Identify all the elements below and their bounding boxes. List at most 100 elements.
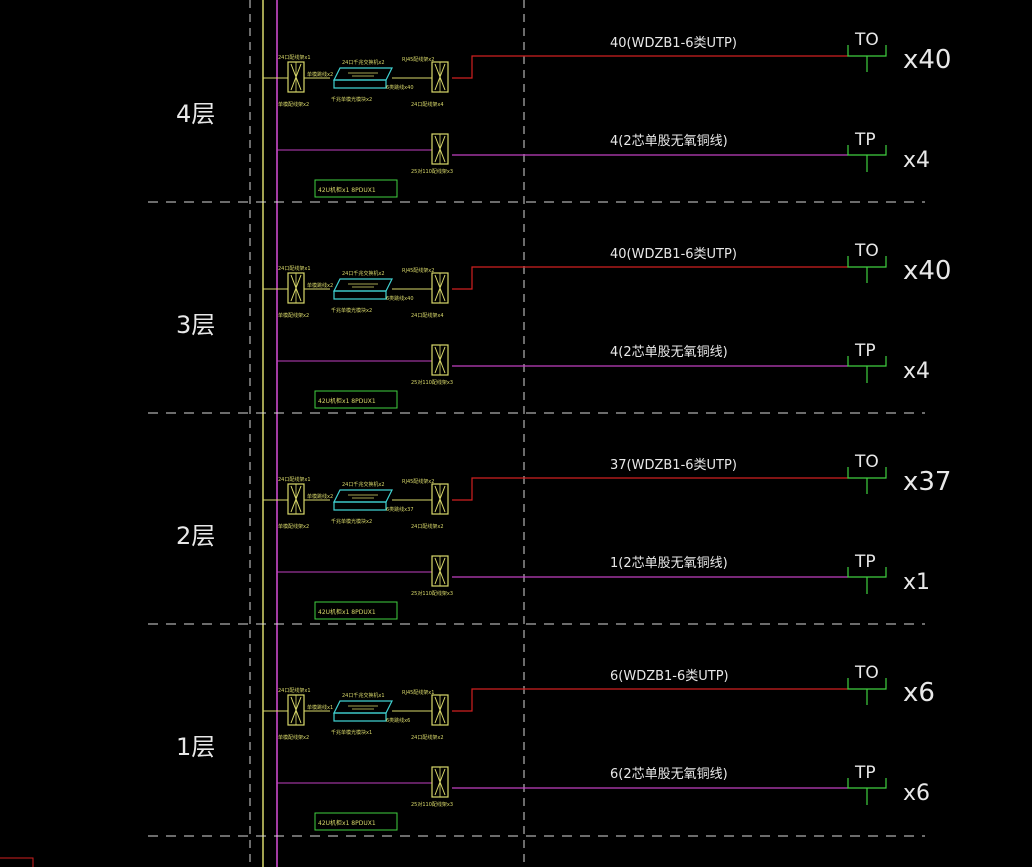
data-quantity: x6 bbox=[903, 678, 935, 708]
data-outlet-symbol bbox=[847, 45, 887, 72]
tag-rj45-top: RJ45配线架x2 bbox=[402, 478, 434, 485]
tag-patch-bottom: 单模配线架x2 bbox=[278, 101, 309, 108]
tag-rj45-bottom: 24口配线架x4 bbox=[411, 312, 444, 319]
data-outlet-label: TO bbox=[854, 241, 879, 261]
data-cable-line bbox=[452, 477, 848, 501]
data-outlet-symbol bbox=[847, 678, 887, 705]
data-quantity: x37 bbox=[903, 467, 951, 497]
tag-switch-bottom: 千兆单模光模块x2 bbox=[331, 307, 372, 314]
floor-label: 3层 bbox=[176, 311, 215, 339]
data-quantity: x40 bbox=[903, 256, 951, 286]
cabinet-label: 42U机柜x1 8PDUX1 bbox=[318, 186, 376, 194]
tag-switch-top: 24口千兆交换机x2 bbox=[342, 481, 385, 488]
floor-3: 3层 40(WDZB1-6类UTP) TO x40 4(2芯单股无氧铜线) TP x4 42U… bbox=[176, 241, 951, 409]
tag-voice-panel: 25对110配线架x3 bbox=[411, 801, 453, 808]
tag-patch-link: 单模跳线x2 bbox=[307, 71, 333, 78]
cabinet-label: 42U机柜x1 8PDUX1 bbox=[318, 608, 376, 616]
floor-label: 1层 bbox=[176, 733, 215, 761]
tag-patch-top: 24口配线架x1 bbox=[278, 265, 311, 272]
cabinet-box bbox=[314, 179, 398, 198]
switch-front-face bbox=[333, 290, 387, 300]
tag-rj45-bottom: 24口配线架x2 bbox=[411, 523, 444, 530]
floor-4: 4层40(WDZB1-6类UTP)TOx404(2芯单股无氧铜线)TPx442U… bbox=[176, 30, 951, 198]
tag-switch-bottom: 千兆单模光模块x2 bbox=[331, 96, 372, 103]
voice-cable-label: 4(2芯单股无氧铜线) bbox=[610, 134, 728, 149]
data-quantity: x40 bbox=[903, 45, 951, 75]
tag-rj45-top: RJ45配线架x2 bbox=[402, 267, 434, 274]
data-cable-label: 6(WDZB1-6类UTP) bbox=[610, 669, 729, 684]
tag-rj45-top: RJ45配线架x2 bbox=[402, 56, 434, 63]
data-cable-line bbox=[452, 55, 848, 79]
tag-patch-link: 单模跳线x2 bbox=[307, 493, 333, 500]
switch-ports bbox=[348, 494, 378, 499]
cabinet-label: 42U机柜x1 8PDUX1 bbox=[318, 397, 376, 405]
voice-cable-label: 6(2芯单股无氧铜线) bbox=[610, 767, 728, 782]
tag-switch-right: 6类跳线x37 bbox=[386, 506, 414, 513]
voice-outlet-symbol bbox=[847, 567, 887, 594]
data-outlet-symbol bbox=[847, 256, 887, 283]
corner-mark bbox=[0, 857, 34, 867]
tag-voice-panel: 25对110配线架x3 bbox=[411, 379, 453, 386]
tag-patch-bottom: 单模配线架x2 bbox=[278, 312, 309, 319]
tag-patch-bottom: 单模配线架x2 bbox=[278, 523, 309, 530]
data-outlet-label: TO bbox=[854, 452, 879, 472]
voice-quantity: x4 bbox=[903, 359, 930, 384]
floor-1: 1层 6(WDZB1-6类UTP) TO x6 6(2芯单股无氧铜线) TP x6 42U机柜… bbox=[176, 663, 935, 831]
voice-quantity: x6 bbox=[903, 781, 930, 806]
tag-patch-top: 24口配线架x1 bbox=[278, 687, 311, 694]
tag-patch-link: 单模跳线x2 bbox=[307, 282, 333, 289]
data-outlet-symbol bbox=[847, 467, 887, 494]
cabinet-box bbox=[314, 390, 398, 409]
voice-outlet-label: TP bbox=[854, 130, 876, 150]
switch-ports bbox=[348, 283, 378, 288]
tag-patch-link: 单模跳线x1 bbox=[307, 704, 333, 711]
voice-quantity: x1 bbox=[903, 570, 930, 595]
tag-switch-top: 24口千兆交换机x1 bbox=[342, 692, 385, 699]
voice-outlet-symbol bbox=[847, 778, 887, 805]
cabinet-box bbox=[314, 812, 398, 831]
voice-outlet-label: TP bbox=[854, 552, 876, 572]
tag-switch-top: 24口千兆交换机x2 bbox=[342, 270, 385, 277]
voice-outlet-symbol bbox=[847, 356, 887, 383]
voice-cable-label: 1(2芯单股无氧铜线) bbox=[610, 556, 728, 571]
tag-switch-right: 6类跳线x6 bbox=[386, 717, 410, 724]
data-outlet-label: TO bbox=[854, 663, 879, 683]
floor-label: 4层 bbox=[176, 100, 215, 128]
tag-patch-top: 24口配线架x1 bbox=[278, 54, 311, 61]
switch-ports bbox=[348, 705, 378, 710]
tag-patch-bottom: 单模配线架x2 bbox=[278, 734, 309, 741]
data-cable-label: 40(WDZB1-6类UTP) bbox=[610, 247, 737, 262]
static-layer bbox=[0, 0, 925, 867]
floor-2: 2层 37(WDZB1-6类UTP) TO x37 1(2芯单股无氧铜线) TP x1 42U… bbox=[176, 452, 951, 620]
tag-switch-right: 6类跳线x40 bbox=[386, 84, 414, 91]
data-cable-line bbox=[452, 688, 848, 712]
tag-patch-top: 24口配线架x1 bbox=[278, 476, 311, 483]
tag-rj45-top: RJ45配线架x1 bbox=[402, 689, 434, 696]
voice-outlet-label: TP bbox=[854, 341, 876, 361]
cabinet-label: 42U机柜x1 8PDUX1 bbox=[318, 819, 376, 827]
data-cable-label: 37(WDZB1-6类UTP) bbox=[610, 458, 737, 473]
data-cable-line bbox=[452, 266, 848, 290]
voice-outlet-label: TP bbox=[854, 763, 876, 783]
tag-switch-bottom: 千兆单模光模块x1 bbox=[331, 729, 372, 736]
voice-cable-label: 4(2芯单股无氧铜线) bbox=[610, 345, 728, 360]
tag-switch-bottom: 千兆单模光模块x2 bbox=[331, 518, 372, 525]
floor-label: 2层 bbox=[176, 522, 215, 550]
tag-voice-panel: 25对110配线架x3 bbox=[411, 168, 453, 175]
switch-ports bbox=[348, 72, 378, 77]
tag-rj45-bottom: 24口配线架x4 bbox=[411, 101, 444, 108]
voice-quantity: x4 bbox=[903, 148, 930, 173]
switch-front-face bbox=[333, 79, 387, 89]
tag-rj45-bottom: 24口配线架x2 bbox=[411, 734, 444, 741]
data-outlet-label: TO bbox=[854, 30, 879, 50]
cabinet-box bbox=[314, 601, 398, 620]
tag-switch-top: 24口千兆交换机x2 bbox=[342, 59, 385, 66]
switch-front-face bbox=[333, 501, 387, 511]
tag-switch-right: 6类跳线x40 bbox=[386, 295, 414, 302]
floors-layer: 4层 40(WDZB1-6类UTP) TO x40 4(2芯单股无氧铜线) TP x4 42U… bbox=[176, 30, 951, 831]
switch-front-face bbox=[333, 712, 387, 722]
voice-outlet-symbol bbox=[847, 145, 887, 172]
tag-voice-panel: 25对110配线架x3 bbox=[411, 590, 453, 597]
